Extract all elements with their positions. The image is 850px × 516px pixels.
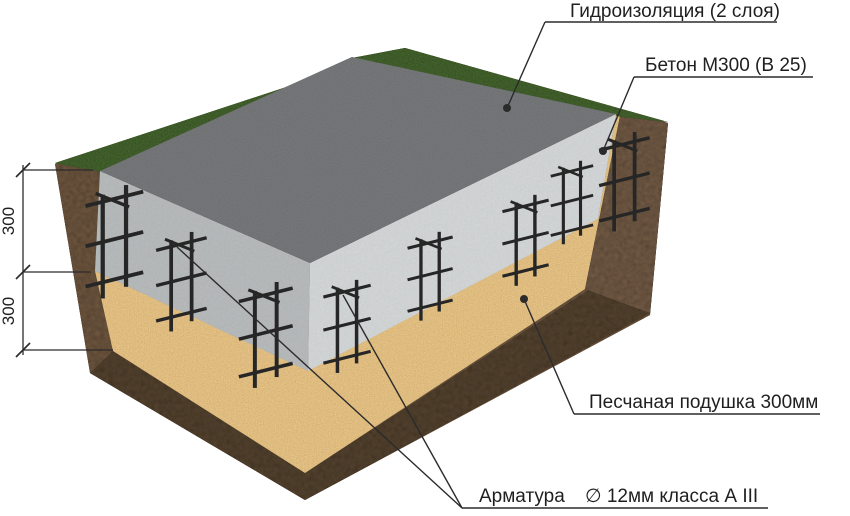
- dim-label-upper-300: 300: [0, 207, 18, 235]
- label-concrete: Бетон М300 (В 25): [645, 55, 807, 76]
- dot-concrete: [599, 147, 607, 155]
- dim-label-lower-300: 300: [0, 297, 18, 325]
- slab-right-face: [308, 114, 616, 371]
- dot-sand: [520, 295, 528, 303]
- leader-sand: [523, 298, 575, 415]
- leader-waterproofing: [506, 21, 546, 109]
- label-rebar-name: Арматура: [479, 486, 565, 507]
- dot-waterproofing: [503, 104, 511, 112]
- dim-tick: [15, 162, 31, 178]
- grass-strip-left: [55, 48, 405, 172]
- label-rebar-spec: ∅ 12мм класса А III: [585, 486, 758, 507]
- dim-tick: [15, 342, 31, 358]
- leader-lines: [176, 21, 820, 509]
- grass-strip-right: [352, 48, 668, 122]
- soil-bottom-band: [90, 288, 650, 500]
- label-waterproofing: Гидроизоляция (2 слоя): [570, 1, 780, 22]
- leader-dots: [503, 104, 607, 303]
- dimension-lines: [15, 162, 113, 358]
- grass: [55, 48, 668, 172]
- leader-rebar-1: [176, 246, 463, 509]
- slab-top-waterproofing: [100, 57, 616, 263]
- label-sand-cushion: Песчаная подушка 300мм: [589, 392, 818, 413]
- sand-cushion: [95, 114, 638, 473]
- leader-rebar-2: [342, 294, 463, 509]
- leader-concrete: [602, 76, 635, 152]
- dim-ticks: [15, 162, 31, 358]
- dim-tick: [15, 264, 31, 280]
